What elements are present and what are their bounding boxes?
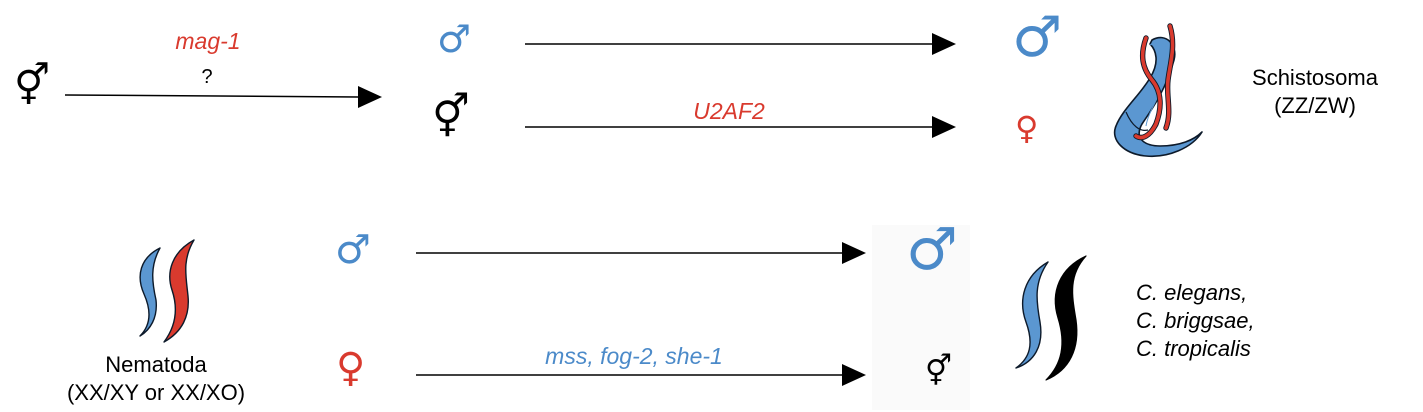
hermaphrodite-icon: ⚥ <box>432 92 470 141</box>
arrow-nematode-female-to-herm <box>416 364 866 386</box>
outcome-panel <box>872 225 970 410</box>
hermaphrodite-nematode-pair-icon <box>1015 255 1087 381</box>
arrow-nematode-male <box>416 242 866 264</box>
male-outcome-icon: ♂ <box>1012 5 1063 70</box>
arrow-herm-to-female <box>525 116 956 138</box>
taxon-schistosoma-label: Schistosoma <box>1252 65 1378 90</box>
ancestral-hermaphrodite-icon: ⚥ <box>14 63 51 109</box>
taxon-nematoda-label: Nematoda <box>105 352 207 377</box>
schistosoma-pair-icon <box>1113 23 1203 158</box>
arrow-male-to-male <box>525 33 956 55</box>
nematode-hermaphrodite-outcome-icon: ⚥ <box>925 354 953 389</box>
gene-qualifier-label: ? <box>201 66 213 88</box>
species-c-tropicalis-label: C. tropicalis <box>1136 336 1251 361</box>
species-c-elegans-label: C. elegans, <box>1136 280 1248 305</box>
nematode-female-icon: ♀ <box>336 345 366 391</box>
sex-system-xy-label: (XX/XY or XX/XO) <box>66 380 246 405</box>
arrow-ancestor-to-split <box>64 86 382 108</box>
genes-mss-fog2-she1-label: mss, fog-2, she-1 <box>545 343 723 369</box>
species-c-briggsae-label: C. briggsae, <box>1136 308 1255 333</box>
sex-system-zw-label: (ZZ/ZW) <box>1274 93 1356 118</box>
female-outcome-icon: ♀ <box>1015 109 1039 147</box>
gene-mag-1-label: mag-1 <box>175 28 241 54</box>
male-icon: ♂ <box>437 17 472 61</box>
nematode-pair-icon <box>139 239 195 343</box>
nematode-male-outcome-icon: ♂ <box>906 215 958 283</box>
gene-u2af2-label: U2AF2 <box>693 98 765 124</box>
nematode-male-icon: ♂ <box>335 227 371 273</box>
